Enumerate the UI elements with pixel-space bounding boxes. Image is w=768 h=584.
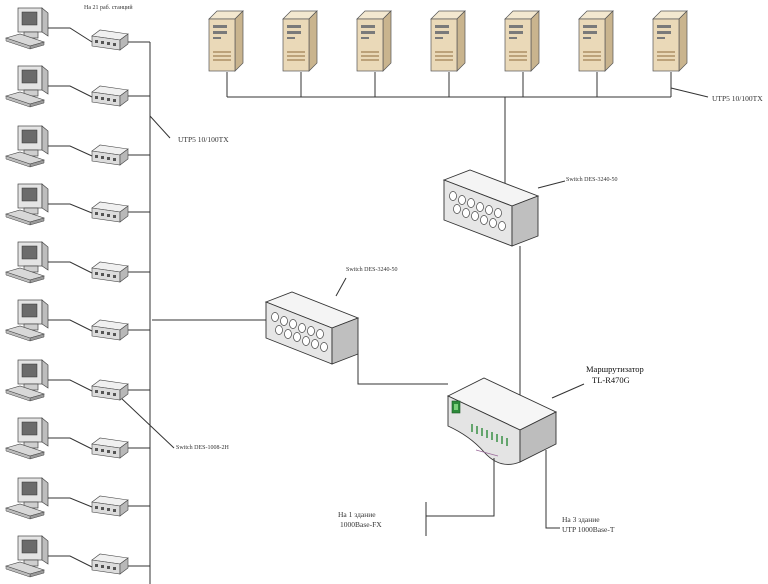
uplink-building1-line2: 1000Base-FX [340, 520, 382, 529]
uplink-building3-line1: На 3 здание [562, 515, 600, 524]
access-switch-label: Switch DES-1008-2H [176, 445, 229, 451]
uplink-building1-line1: На 1 здание [338, 510, 376, 519]
access-switch-5 [91, 261, 129, 283]
access-switch-4 [91, 201, 129, 223]
workstations-note-label: На 21 раб. станций [84, 5, 133, 11]
access-switch-1 [91, 29, 129, 51]
server-7 [652, 10, 688, 72]
server-3 [356, 10, 392, 72]
server-5 [504, 10, 540, 72]
mid-switch-label: Switch DES-3240-50 [346, 267, 398, 273]
access-switch-9 [91, 495, 129, 517]
server-bus-wires [226, 72, 709, 190]
server-4 [430, 10, 466, 72]
mid-switch [264, 291, 360, 365]
workstation-4 [5, 183, 49, 226]
access-switch-6 [91, 319, 129, 341]
workstation-trunk [119, 41, 175, 584]
workstation-8 [5, 417, 49, 460]
access-switch-3 [91, 144, 129, 166]
workstation-1 [5, 7, 49, 50]
core-switch [442, 169, 540, 247]
core-switch-label: Switch DES-3240-50 [566, 177, 618, 183]
access-switch-column [91, 29, 129, 575]
workstation-10 [5, 535, 49, 578]
pc-switch-wires [48, 27, 93, 568]
server-2 [282, 10, 318, 72]
workstation-column [5, 7, 49, 578]
uplink-building3-line2: UTP 1000Base-T [562, 525, 615, 534]
server-6 [578, 10, 614, 72]
access-switch-2 [91, 85, 129, 107]
workstation-6 [5, 299, 49, 342]
workstation-9 [5, 477, 49, 520]
workstation-2 [5, 65, 49, 108]
router-model-label: TL-R470G [592, 375, 630, 385]
access-switch-8 [91, 437, 129, 459]
access-switch-10 [91, 553, 129, 575]
server-cable-label: UTP5 10/100TX [712, 94, 763, 103]
access-switch-7 [91, 379, 129, 401]
workstation-3 [5, 125, 49, 168]
router-name-label: Маршрутизатор [586, 364, 644, 374]
workstation-cable-label: UTP5 10/100TX [178, 135, 229, 144]
server-row [208, 10, 688, 72]
workstation-7 [5, 359, 49, 402]
server-1 [208, 10, 244, 72]
workstation-5 [5, 241, 49, 284]
router [446, 377, 558, 465]
